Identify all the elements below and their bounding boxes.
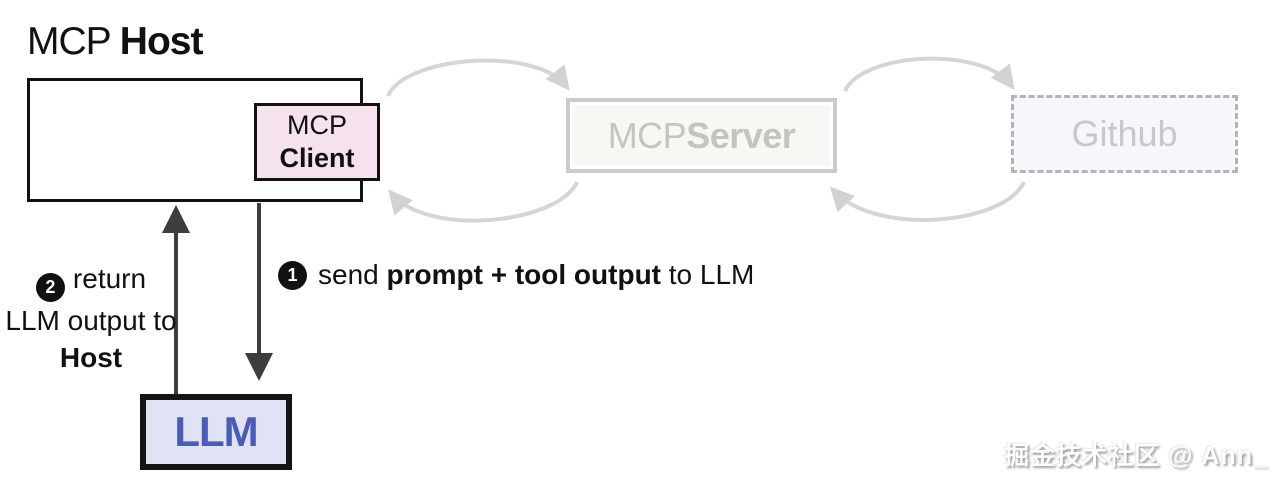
watermark: 掘金技术社区 @ Ann_: [1004, 442, 1268, 470]
mcp-client-label-line1: MCP: [287, 110, 347, 140]
mcp-client-box: MCP Client: [254, 103, 380, 181]
mcp-host-title: MCP Host: [27, 20, 204, 64]
step1-text-post: to LLM: [661, 259, 755, 290]
step1-text-bold: prompt + tool output: [386, 259, 662, 290]
llm-box: LLM: [140, 394, 292, 470]
mcp-server-label-bold: Server: [686, 114, 796, 156]
github-label: Github: [1071, 113, 1178, 154]
server-to-client-arc: [388, 181, 579, 223]
mcp-server-box: MCP Server: [566, 98, 837, 173]
llm-label: LLM: [174, 408, 258, 455]
github-to-server-arc: [829, 181, 1026, 222]
server-to-github-arc: [843, 56, 1015, 92]
mcp-client-label-line2: Client: [279, 143, 355, 173]
step1-text-pre: send: [318, 259, 387, 290]
client-to-server-arc: [386, 58, 570, 97]
step2-text-line3: Host: [59, 342, 123, 373]
mcp-host-title-bold: Host: [119, 20, 204, 63]
step1-annotation: 1 send prompt + tool output to LLM: [278, 259, 754, 291]
mcp-host-title-prefix: MCP: [27, 20, 120, 63]
step1-text: send prompt + tool output to LLM: [318, 259, 754, 291]
step2-text-line1: return: [72, 263, 147, 294]
mcp-server-label-prefix: MCP: [607, 114, 687, 156]
step2-text-line2: LLM output to: [5, 305, 177, 336]
github-box: Github: [1011, 95, 1238, 173]
step1-number-badge: 1: [278, 260, 307, 290]
step2-number-badge: 2: [35, 273, 65, 302]
